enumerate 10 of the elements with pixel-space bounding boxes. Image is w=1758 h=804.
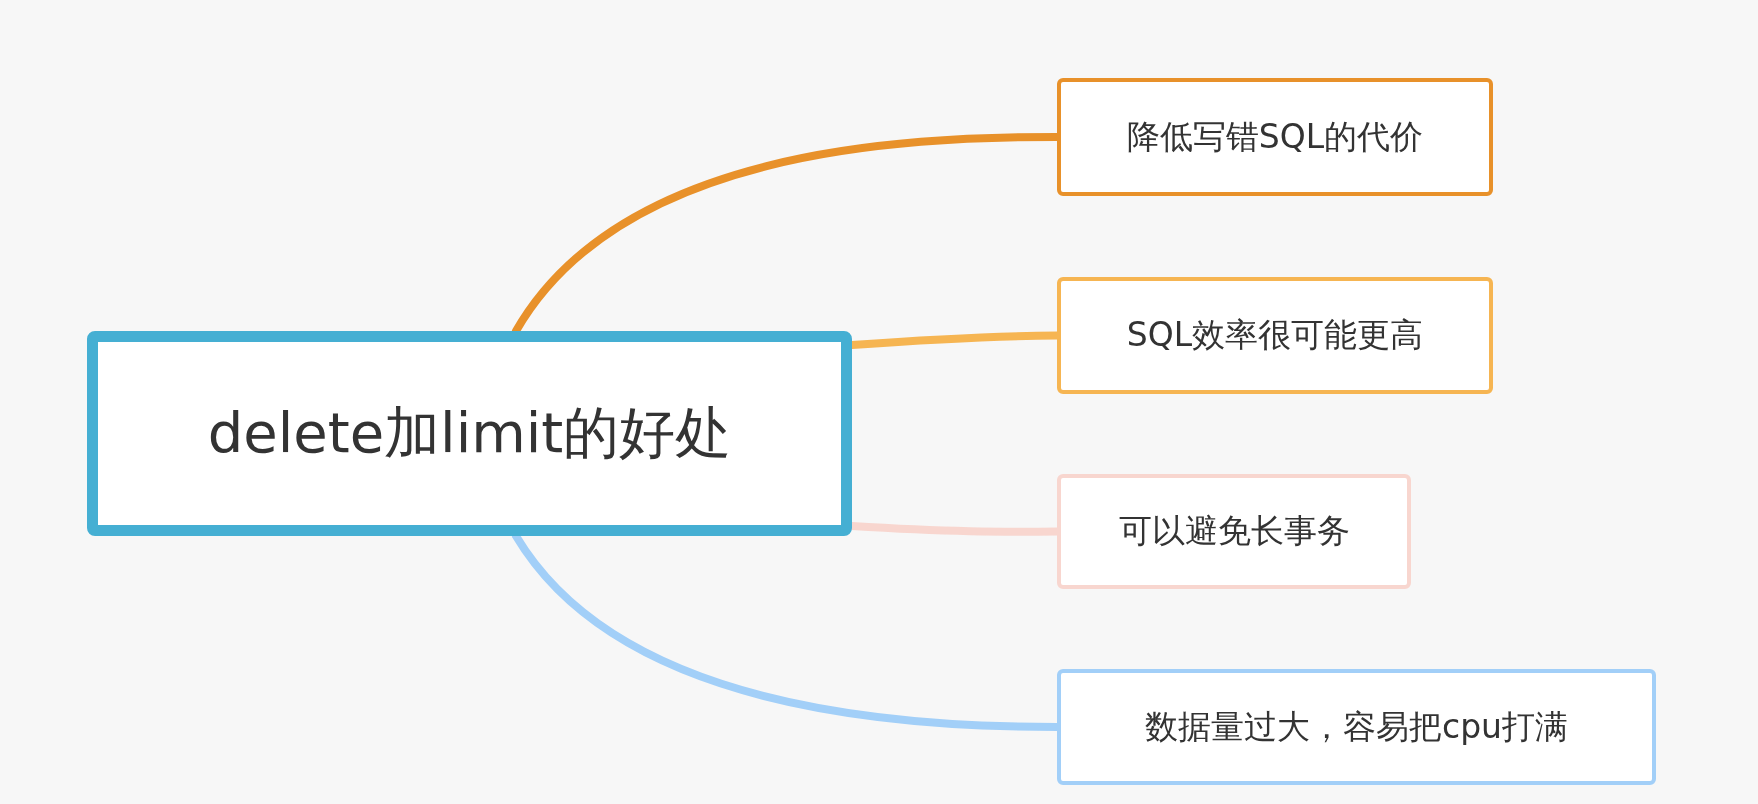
topic-text: SQL效率很可能更高: [1126, 314, 1424, 356]
topic-text: 降低写错SQL的代价: [1126, 115, 1424, 158]
topic-box: [1057, 78, 1493, 196]
topic-box: [1057, 474, 1411, 589]
central-topic-box: [87, 331, 852, 536]
topic-box: [1057, 669, 1656, 785]
topic-text: delete加limit的好处: [207, 398, 732, 467]
topic-text: 数据量过大，容易把cpu打满: [1145, 705, 1568, 748]
topic-text: 可以避免长事务: [1118, 510, 1350, 552]
topic-box: [1057, 277, 1493, 394]
